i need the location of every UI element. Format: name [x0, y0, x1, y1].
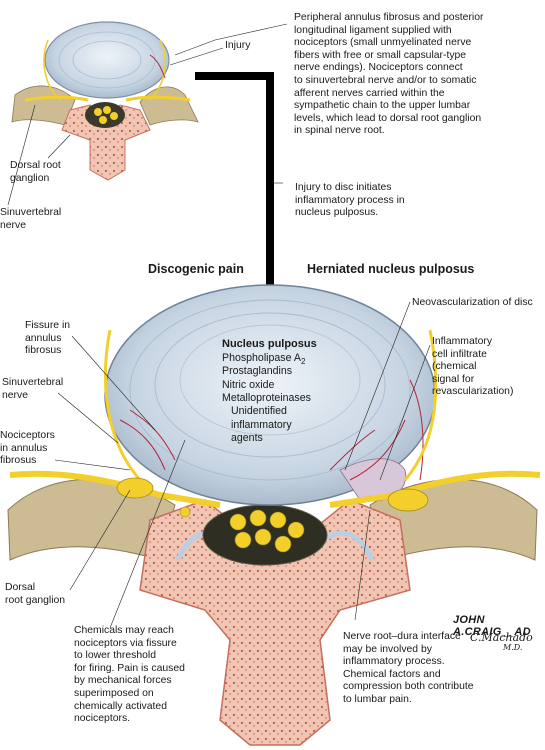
- label-inflammatory-infiltrate: Inflammatory cell infiltrate (chemical s…: [432, 336, 514, 398]
- label-fissure-annulus: Fissure in annulus fibrosus: [25, 320, 71, 357]
- phospholipase-subscript: 2: [300, 357, 306, 367]
- top-disc: [44, 21, 170, 99]
- label-peripheral-annulus: Peripheral annulus fibrosus and posterio…: [294, 12, 484, 137]
- label-dorsal-root-ganglion-top: Dorsal root ganglion: [10, 160, 61, 184]
- artist-signature-machado: C.Machado: [470, 631, 533, 644]
- heading-herniated-nucleus: Herniated nucleus pulposus: [307, 262, 475, 276]
- label-nerve-root-dura: Nerve root–dura interface may be involve…: [343, 631, 474, 705]
- label-sinuvertebral-nerve-bottom: Sinuvertebral nerve: [2, 377, 64, 401]
- label-chemicals-reach: Chemicals may reach nociceptors via fiss…: [74, 625, 185, 725]
- progression-arrow: [195, 72, 285, 318]
- artist-signature-md: M.D.: [503, 643, 523, 652]
- phospholipase-text: Phospholipase A: [222, 352, 301, 364]
- label-neovascularization: Neovascularization of disc: [412, 297, 533, 308]
- label-injury-initiates: Injury to disc initiates inflammatory pr…: [295, 182, 405, 219]
- top-vertebra: [11, 21, 199, 181]
- label-nociceptors-annulus: Nociceptors in annulus fibrosus: [0, 430, 55, 467]
- nucleus-mediators: Prostaglandins Nitric oxide Metalloprote…: [222, 365, 311, 405]
- heading-discogenic-pain: Discogenic pain: [148, 262, 244, 276]
- label-sinuvertebral-nerve-top: Sinuvertebral nerve: [0, 207, 62, 231]
- nucleus-pulposus-title: Nucleus pulposus: [222, 338, 317, 350]
- label-injury: Injury: [225, 40, 251, 51]
- nucleus-phospholipase: Phospholipase A2: [222, 352, 305, 369]
- label-dorsal-root-ganglion-bottom: Dorsal root ganglion: [5, 582, 66, 606]
- nucleus-unidentified-agents: Unidentified inflammatory agents: [231, 405, 292, 445]
- artist-signature-craig: JOHN A.CRAIG__AD: [453, 614, 531, 638]
